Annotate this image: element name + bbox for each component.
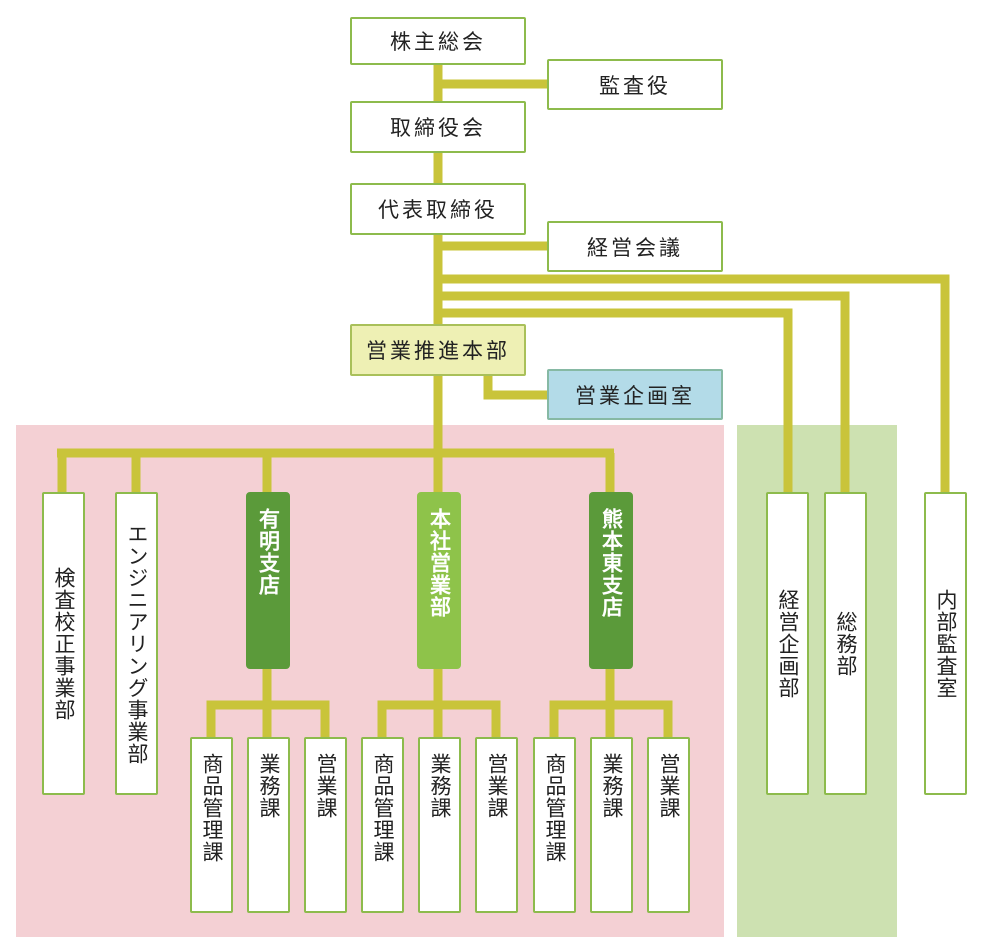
section-label: 業務課 — [428, 753, 452, 819]
ariake-product-management-box: 商品管理課 — [190, 737, 233, 913]
ariake-branch-label: 有明支店 — [256, 508, 281, 596]
head-office-sales-label: 本社営業部 — [427, 508, 452, 618]
section-label: 業務課 — [257, 753, 281, 819]
kumamoto-east-branch-box: 熊本東支店 — [589, 492, 633, 669]
ariake-branch-box: 有明支店 — [246, 492, 290, 669]
management-meeting-box: 経営会議 — [547, 221, 723, 272]
president-box: 代表取締役 — [350, 183, 526, 235]
internal-audit-office-box: 内部監査室 — [924, 492, 967, 795]
section-label: 営業課 — [485, 753, 509, 819]
admin-division-region — [737, 425, 897, 937]
general-affairs-dept-box: 総務部 — [824, 492, 867, 795]
section-label: 営業課 — [657, 753, 681, 819]
inspection-calibration-division-label: 検査校正事業部 — [52, 566, 76, 721]
ariake-sales-section-box: 営業課 — [304, 737, 347, 913]
section-label: 商品管理課 — [371, 753, 395, 863]
head-office-operations-box: 業務課 — [418, 737, 461, 913]
head-office-sales-box: 本社営業部 — [417, 492, 461, 669]
head-office-sales-section-box: 営業課 — [475, 737, 518, 913]
section-label: 業務課 — [600, 753, 624, 819]
kumamoto-east-operations-box: 業務課 — [590, 737, 633, 913]
board-of-directors-box: 取締役会 — [350, 101, 526, 153]
general-affairs-dept-label: 総務部 — [834, 610, 858, 677]
engineering-division-box: エンジニアリング事業部 — [115, 492, 158, 795]
shareholders-meeting-box: 株主総会 — [350, 17, 526, 65]
section-label: 商品管理課 — [200, 753, 224, 863]
engineering-division-label: エンジニアリング事業部 — [125, 522, 149, 765]
kumamoto-east-sales-section-box: 営業課 — [647, 737, 690, 913]
corporate-planning-dept-box: 経営企画部 — [766, 492, 809, 795]
kumamoto-east-product-management-box: 商品管理課 — [533, 737, 576, 913]
auditor-box: 監査役 — [547, 59, 723, 110]
internal-audit-office-label: 内部監査室 — [934, 588, 958, 699]
kumamoto-east-branch-label: 熊本東支店 — [599, 508, 624, 618]
sales-planning-room-box: 営業企画室 — [547, 369, 723, 420]
section-label: 商品管理課 — [543, 753, 567, 863]
section-label: 営業課 — [314, 753, 338, 819]
ariake-operations-box: 業務課 — [247, 737, 290, 913]
head-office-product-management-box: 商品管理課 — [361, 737, 404, 913]
sales-promotion-hq-box: 営業推進本部 — [350, 324, 526, 376]
inspection-calibration-division-box: 検査校正事業部 — [42, 492, 85, 795]
corporate-planning-dept-label: 経営企画部 — [776, 588, 800, 699]
